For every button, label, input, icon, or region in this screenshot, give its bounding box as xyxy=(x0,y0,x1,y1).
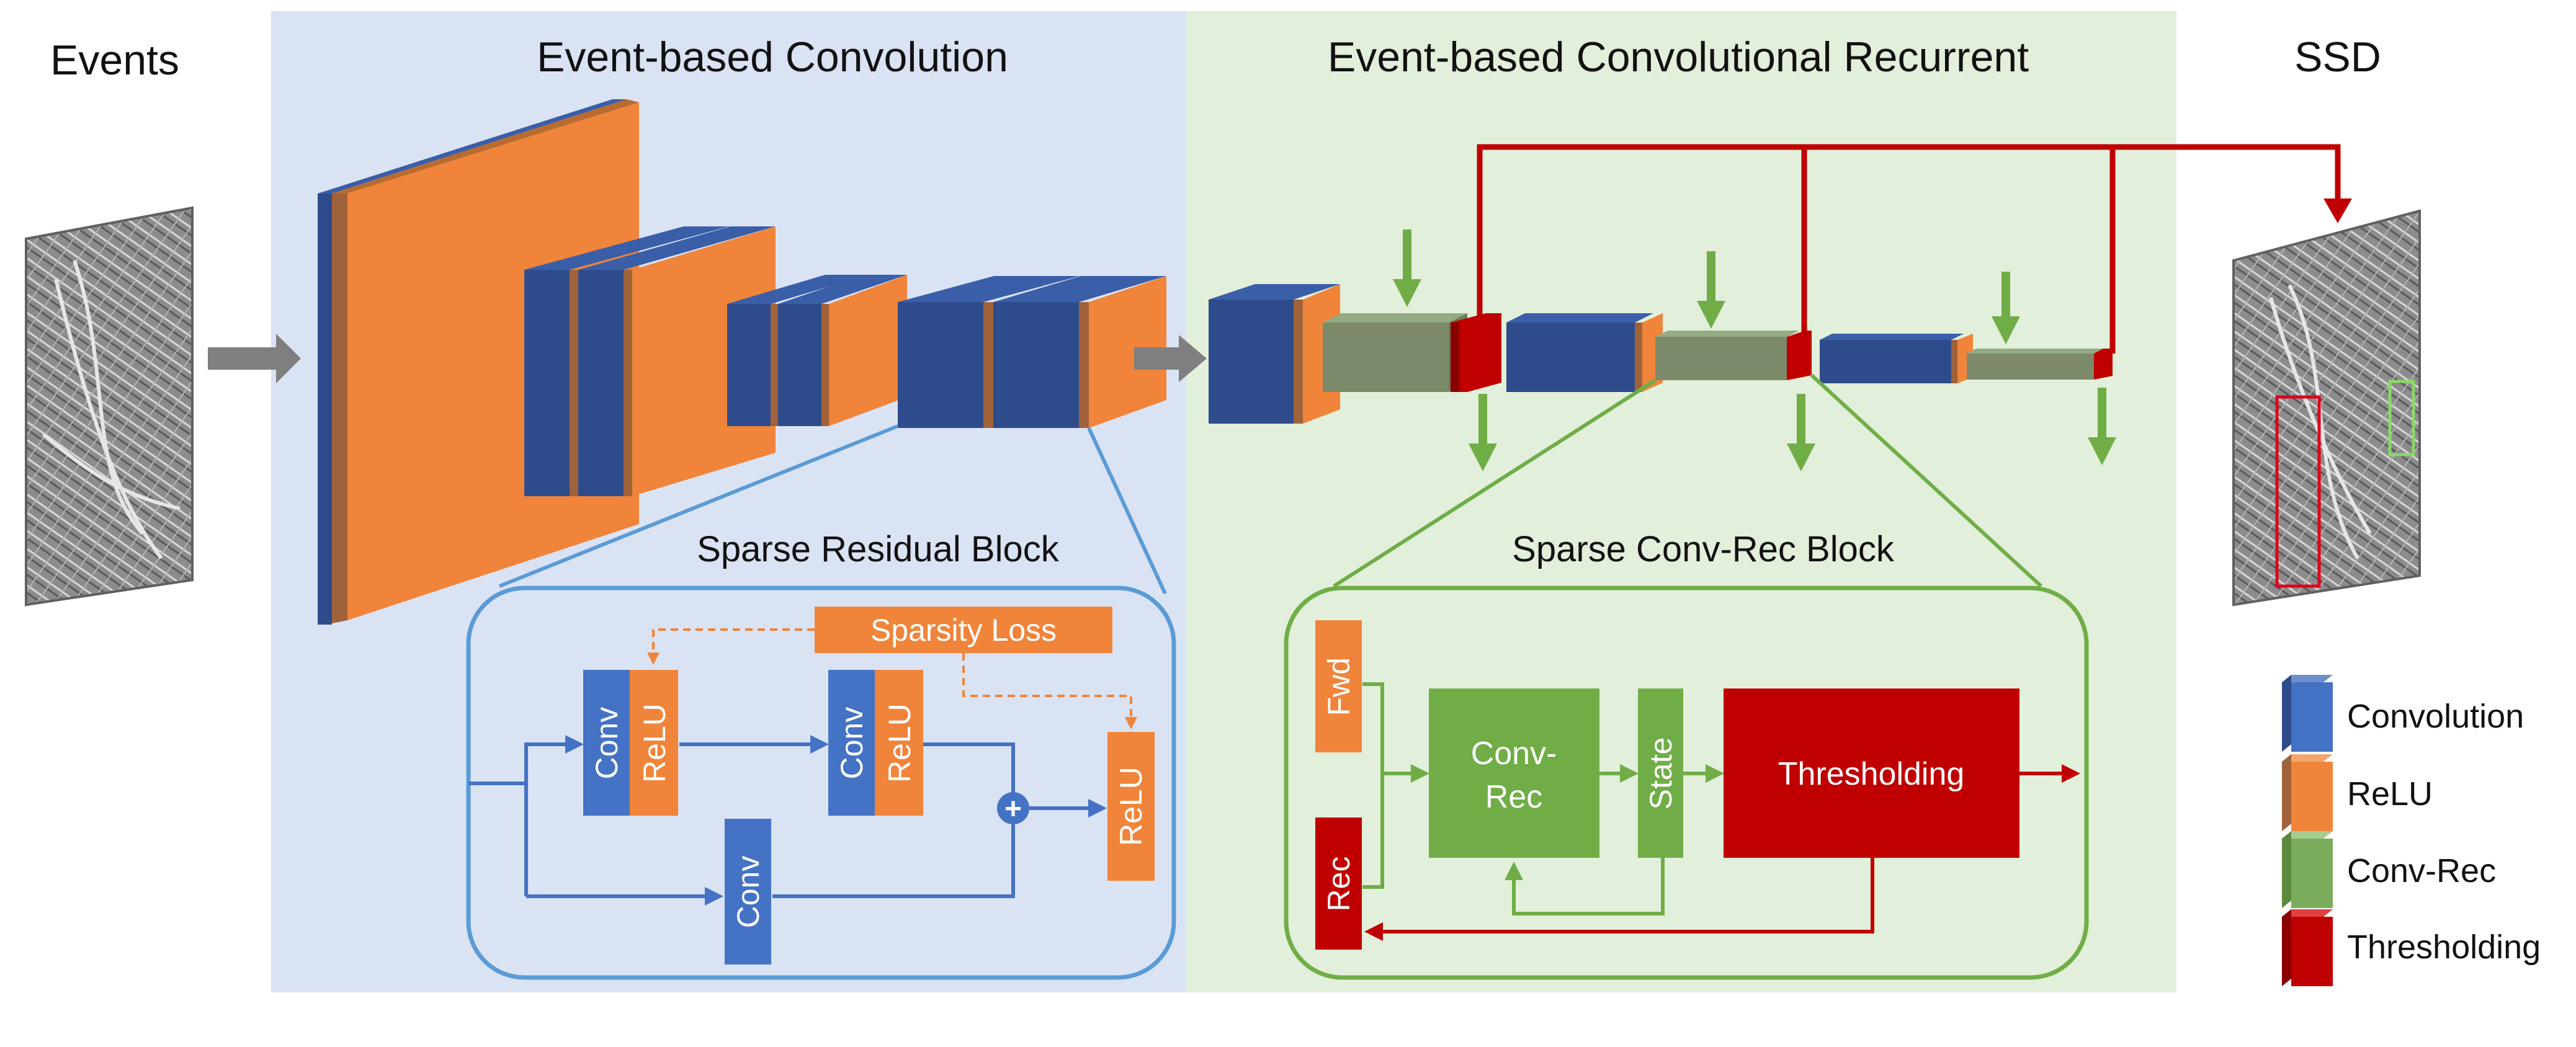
relu-block-out xyxy=(1107,732,1155,881)
rec-stack xyxy=(1209,284,2113,424)
residual-block-title: Sparse Residual Block xyxy=(697,529,1060,569)
convrec-block-title: Sparse Conv-Rec Block xyxy=(1512,529,1895,569)
rec-block xyxy=(1315,818,1362,950)
thresholding-label: Thresholding xyxy=(1778,756,1965,792)
relu-label-out: ReLU xyxy=(1114,767,1148,846)
convrec-block-frame xyxy=(1284,586,2089,980)
legend-item-relu: ReLU xyxy=(2282,754,2433,831)
detection-box-green xyxy=(2388,380,2415,457)
residual-flow xyxy=(468,735,1107,906)
state-block xyxy=(1638,688,1683,858)
state-label: State xyxy=(1644,737,1678,810)
conv-block-2 xyxy=(828,670,875,816)
stack-arrow xyxy=(1134,335,1207,382)
residual-zoom-left xyxy=(498,424,899,588)
relu-block-1 xyxy=(630,670,678,816)
sum-node xyxy=(997,792,1029,824)
legend-label-conv-rec: Conv-Rec xyxy=(2347,852,2496,889)
sum-icon: + xyxy=(1004,793,1022,826)
legend-item-conv-rec: Conv-Rec xyxy=(2282,831,2496,908)
threshold-flow xyxy=(1364,764,2080,941)
sparsity-loss-link-left xyxy=(647,628,815,665)
relu-block-2 xyxy=(875,670,923,816)
legend-label-thresholding: Thresholding xyxy=(2347,929,2541,966)
legend-swatch-thresholding xyxy=(2291,917,2333,986)
conv-rec-label-line1: Conv- xyxy=(1471,736,1557,772)
conv-label-2: Conv xyxy=(834,707,869,780)
legend-item-convolution: Convolution xyxy=(2282,675,2524,752)
ssd-skip-connections xyxy=(1477,144,2341,354)
conv-rec-block xyxy=(1429,688,1599,858)
legend-swatch-conv-rec xyxy=(2291,839,2333,908)
legend-label-relu: ReLU xyxy=(2347,775,2433,813)
input-arrow xyxy=(208,334,301,383)
ssd-output-frame xyxy=(2232,209,2421,607)
conv-rec-label-line2: Rec xyxy=(1485,779,1542,815)
fwd-block xyxy=(1315,620,1362,752)
title-ssd: SSD xyxy=(2294,33,2381,81)
title-event-based-convolution: Event-based Convolution xyxy=(537,33,1008,81)
ssd-arrowhead xyxy=(2323,198,2352,223)
title-event-based-conv-recurrent: Event-based Convolutional Recurrent xyxy=(1328,33,2029,81)
sparsity-loss-box xyxy=(815,607,1112,653)
legend-item-thresholding: Thresholding xyxy=(2282,909,2541,986)
conv-label-skip: Conv xyxy=(731,856,766,929)
legend-label-convolution: Convolution xyxy=(2347,698,2524,735)
events-frame xyxy=(25,206,194,607)
convrec-flow xyxy=(1362,682,1724,916)
rec-io-arrows xyxy=(1393,229,2116,471)
sparsity-loss-label: Sparsity Loss xyxy=(870,613,1057,648)
convrec-zoom-left xyxy=(1333,378,1657,588)
thresholding-block xyxy=(1724,688,2019,858)
conv-block-1 xyxy=(583,670,630,816)
relu-label-2: ReLU xyxy=(882,703,917,783)
fwd-label: Fwd xyxy=(1322,657,1356,716)
relu-label-1: ReLU xyxy=(637,703,672,783)
legend: Convolution ReLU Conv-Rec Thresholding xyxy=(2282,675,2541,986)
rec-label: Rec xyxy=(1322,857,1356,912)
conv-block-skip xyxy=(725,819,771,965)
title-events: Events xyxy=(50,37,179,84)
residual-zoom-right xyxy=(1087,427,1167,595)
conv-label-1: Conv xyxy=(589,707,624,780)
detection-box-red xyxy=(2275,395,2321,588)
conv-stack xyxy=(318,99,1166,625)
legend-swatch-convolution xyxy=(2291,682,2333,752)
legend-swatch-relu xyxy=(2291,762,2333,831)
convrec-zoom-right xyxy=(1810,373,2043,588)
sparsity-loss-link-right xyxy=(962,653,1137,729)
